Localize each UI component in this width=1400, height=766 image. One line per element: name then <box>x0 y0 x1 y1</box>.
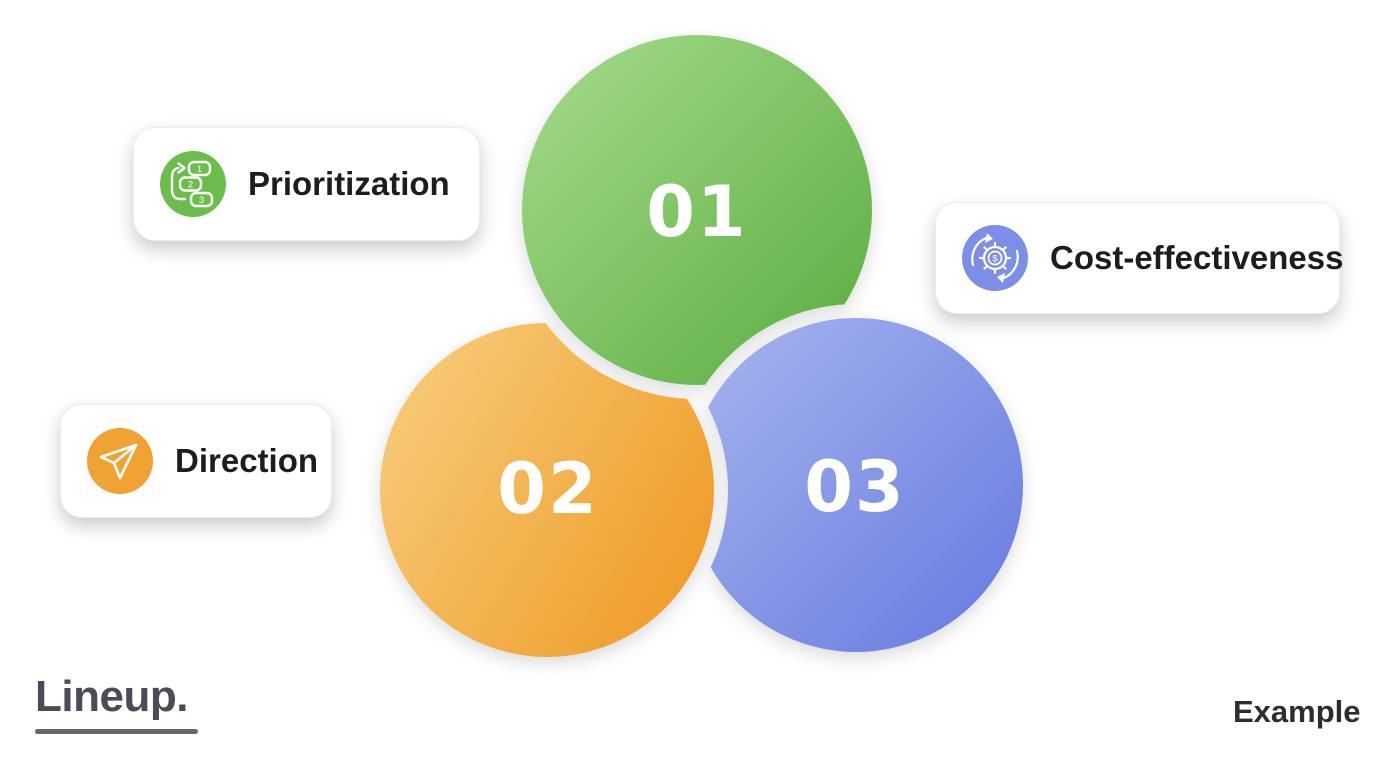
dollar-symbol: $ <box>992 254 998 265</box>
paper-plane-icon <box>87 428 153 494</box>
brand-underline <box>35 729 198 734</box>
circle-step-2 <box>380 323 714 657</box>
circle-step-1 <box>522 35 872 385</box>
step-digit-2: 2 <box>188 180 193 191</box>
card-label-cost-effectiveness: Cost-effectiveness <box>1050 239 1344 276</box>
numbered-steps-icon: 1 2 3 <box>160 151 226 217</box>
brand-wordmark: Lineup. <box>35 672 188 721</box>
step-digit-1: 1 <box>197 164 202 175</box>
card-cost-effectiveness: $ Cost-effectiveness <box>935 202 1344 314</box>
step-digit-3: 3 <box>199 195 204 206</box>
watermark-label: Example <box>1233 694 1361 729</box>
card-direction: Direction <box>60 404 332 518</box>
circle-1-number: 01 <box>646 171 747 253</box>
card-prioritization: 1 2 3 Prioritization <box>133 127 480 241</box>
card-label-prioritization: Prioritization <box>248 165 450 202</box>
card-label-direction: Direction <box>175 442 319 479</box>
dollar-gear-icon: $ <box>962 225 1028 291</box>
brand-logo: Lineup. <box>35 672 198 734</box>
circle-step-3 <box>689 318 1023 652</box>
circle-3-number: 03 <box>804 446 905 528</box>
circle-2-number: 02 <box>497 448 598 530</box>
